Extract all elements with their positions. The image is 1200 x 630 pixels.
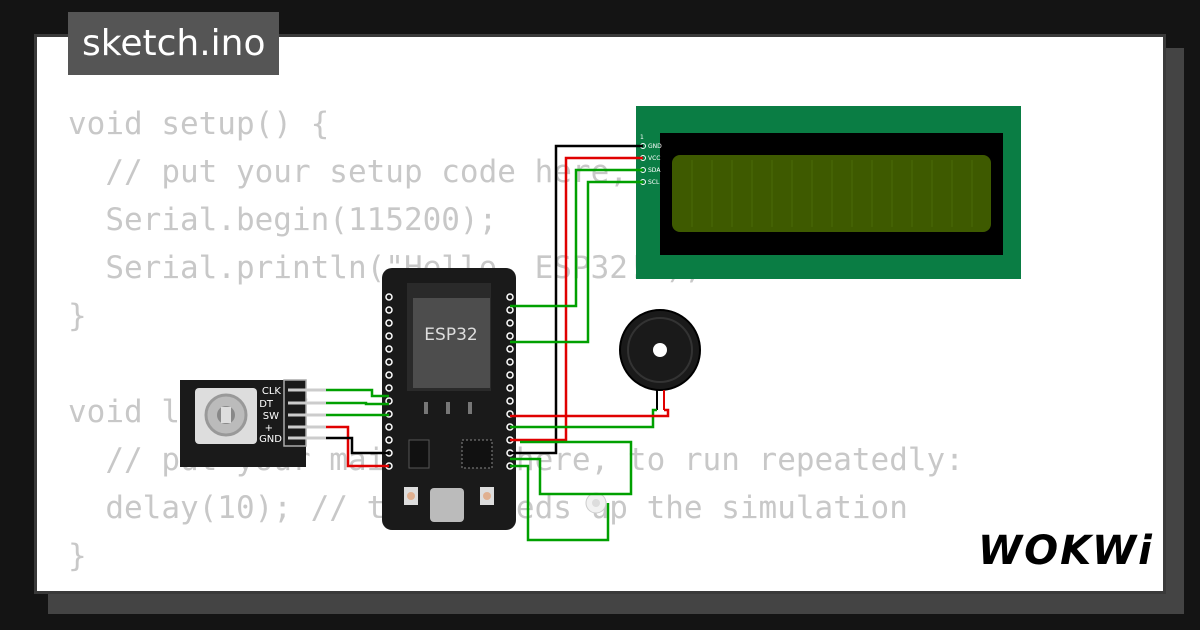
encoder-pin-label: +	[265, 423, 273, 434]
wires	[326, 144, 670, 542]
esp32-chip	[413, 298, 490, 388]
encoder-pin-label: CLK	[262, 386, 282, 397]
esp32-board[interactable]: ESP32	[382, 268, 516, 530]
lcd-pin-label: GND	[648, 143, 662, 150]
lcd-pin-label: SCL	[648, 179, 660, 186]
code-line: }	[68, 538, 87, 574]
esp32-chip-label: ESP32	[424, 325, 477, 345]
lcd-pin-1-label: 1	[640, 134, 644, 141]
file-tab[interactable]: sketch.ino	[68, 12, 280, 75]
lcd-pin-label: SDA	[648, 167, 661, 174]
lcd-pin-label: VCC	[648, 155, 660, 162]
encoder-pin-label: DT	[259, 399, 274, 410]
encoder-pin-label: SW	[263, 411, 279, 422]
led[interactable]	[585, 492, 607, 514]
code-line: void setup() {	[68, 106, 330, 142]
usb-port	[430, 488, 464, 522]
code-line: Serial.begin(115200);	[68, 202, 498, 238]
wokwi-logo: WOKWi	[978, 528, 1154, 574]
lcd-display[interactable]: 1 GND VCC SDA SCL	[636, 106, 1021, 279]
encoder-pin-label: GND	[259, 434, 282, 445]
code-line: }	[68, 298, 87, 334]
buzzer[interactable]	[619, 309, 701, 410]
rotary-encoder[interactable]: CLK DT SW + GND	[180, 379, 326, 467]
